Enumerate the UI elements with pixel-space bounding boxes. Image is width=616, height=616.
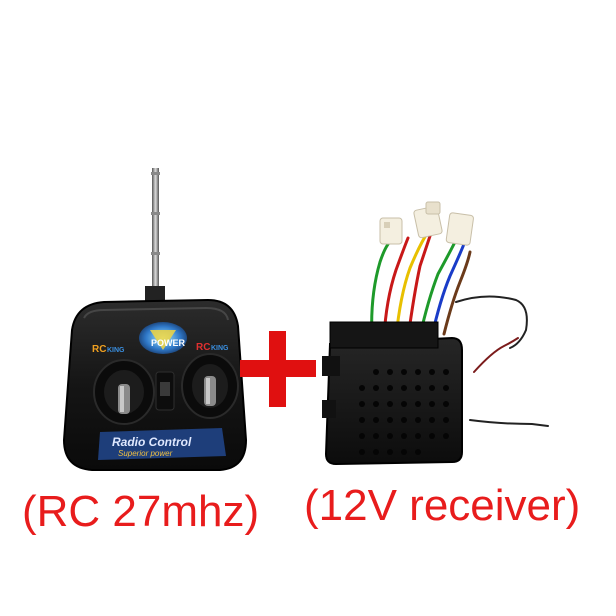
svg-text:KING: KING (211, 345, 229, 352)
brand-right-label: RC KING (196, 342, 229, 353)
transmitter-panel: Radio Control Superior power (98, 428, 226, 460)
wire-connectors (379, 201, 474, 246)
power-logo: POWER (139, 322, 187, 354)
brand-left-label: RC KING (92, 344, 125, 355)
svg-text:KING: KING (107, 347, 125, 354)
right-joystick (181, 353, 239, 419)
svg-text:RC: RC (196, 342, 210, 353)
antenna (145, 168, 165, 308)
transmitter-caption: (RC 27mhz) (22, 487, 260, 536)
svg-text:RC: RC (92, 344, 106, 355)
rc-transmitter: RC KING RC KING POWER (62, 168, 248, 471)
left-joystick (93, 359, 155, 425)
receiver-box (324, 336, 463, 466)
transmitter-body (62, 298, 248, 471)
center-switch (155, 371, 175, 411)
svg-text:Radio Control: Radio Control (112, 435, 192, 449)
receiver-caption: (12V receiver) (304, 481, 581, 530)
plus-sign (240, 331, 316, 407)
receiver-wires (370, 228, 549, 427)
vent-holes (359, 369, 449, 455)
svg-text:Superior power: Superior power (118, 449, 173, 458)
svg-text:POWER: POWER (151, 338, 186, 348)
receiver-module (322, 201, 549, 466)
